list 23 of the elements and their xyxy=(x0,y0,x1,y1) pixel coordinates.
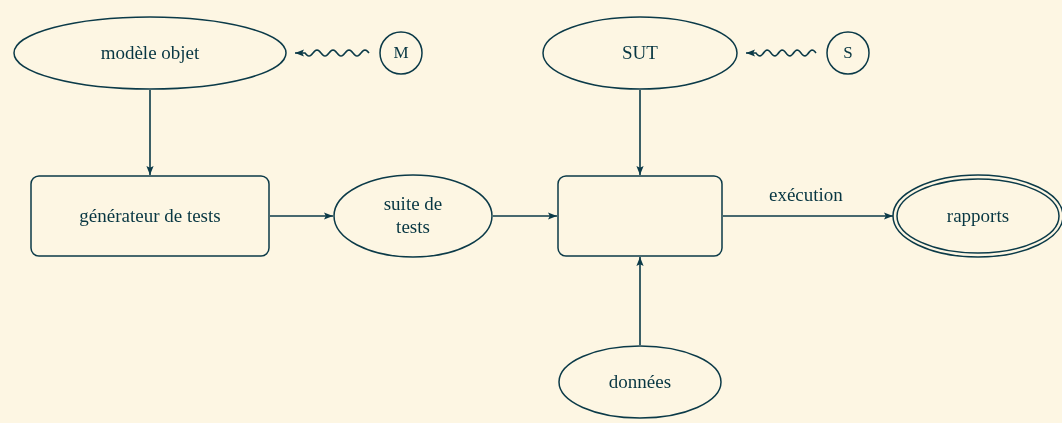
node-label: S xyxy=(843,42,853,64)
node-label: générateur de tests xyxy=(79,204,221,228)
node-label: M xyxy=(393,42,409,64)
arrow xyxy=(636,256,644,346)
wavy-arrow xyxy=(745,49,817,57)
process-box xyxy=(557,175,723,257)
ellipse-node xyxy=(333,174,493,258)
node-label: SUT xyxy=(622,41,658,65)
arrow xyxy=(492,212,558,220)
node-label: modèle objet xyxy=(100,41,200,65)
process-box xyxy=(30,175,270,257)
variable-circle xyxy=(826,31,870,75)
ellipse-node xyxy=(542,16,738,90)
variable-circle xyxy=(379,31,423,75)
wavy-arrow xyxy=(294,49,370,57)
node-label: données xyxy=(608,370,672,394)
ellipse-node xyxy=(13,16,287,90)
ellipse-node xyxy=(558,345,722,419)
arrow xyxy=(146,89,154,176)
arrow xyxy=(269,212,334,220)
arrow xyxy=(722,212,894,220)
node-label: suite de tests xyxy=(382,193,444,239)
arrow xyxy=(636,89,644,176)
